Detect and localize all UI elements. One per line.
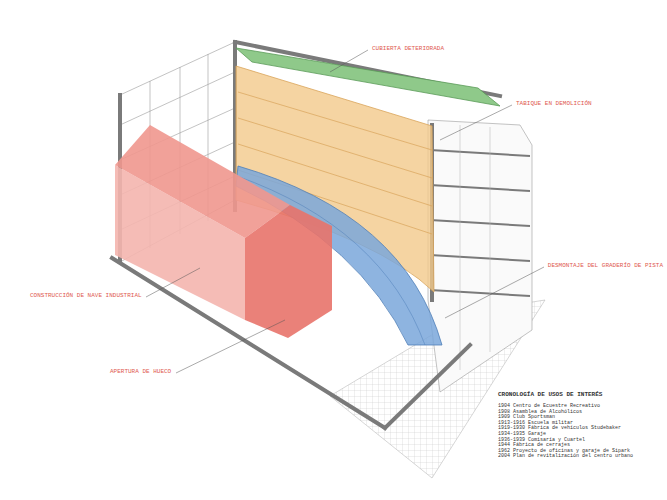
chronology-entry: 2004 Plan de revitalización del centro u… bbox=[498, 454, 633, 460]
callout-label: APERTURA DE HUECO bbox=[110, 369, 171, 376]
deteriorated-roof bbox=[236, 48, 500, 106]
callout-label: CONSTRUCCIÓN DE NAVE INDUSTRIAL bbox=[30, 293, 142, 300]
callout-label: TABIQUE EN DEMOLICIÓN bbox=[516, 101, 592, 108]
table-heading: CRONOLOGÍA DE USOS DE INTERÉS bbox=[498, 392, 602, 399]
callout-label: DESMONTAJE DEL GRADERÍO DE PISTA bbox=[548, 263, 663, 270]
industrial-nave bbox=[115, 125, 332, 338]
callout-label: CUBIERTA DETERIORADA bbox=[372, 46, 444, 53]
leader-lines bbox=[146, 50, 544, 373]
right-block bbox=[428, 120, 532, 392]
